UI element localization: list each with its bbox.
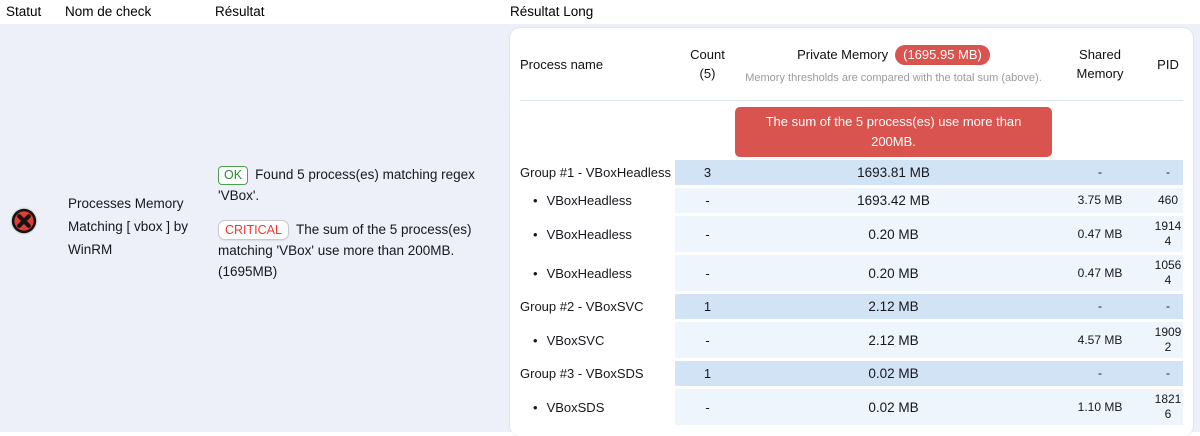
bullet-icon: • <box>533 193 538 208</box>
critical-status-icon <box>10 207 38 235</box>
private-memory-cell: 2.12 MB <box>740 294 1047 319</box>
pid-cell: - <box>1153 160 1183 185</box>
pid-value: 18216 <box>1154 392 1182 421</box>
private-memory-header: Private Memory (1695.95 MB) Memory thres… <box>740 44 1047 84</box>
result-long-card: Process name Count (5) Private Memory (1… <box>510 28 1193 436</box>
alert-banner-row: The sum of the 5 process(es) use more th… <box>520 101 1183 160</box>
column-header-resultat-long: Résultat Long <box>510 4 594 19</box>
pid-value: 10564 <box>1154 258 1182 287</box>
table-row: • VBoxHeadless - 0.20 MB 0.47 MB 19144 <box>520 216 1183 252</box>
critical-badge: CRITICAL <box>218 220 289 240</box>
results-table-header: Statut Nom de check Résultat Résultat Lo… <box>0 0 1200 24</box>
private-memory-label: Private Memory <box>797 47 889 62</box>
alert-banner: The sum of the 5 process(es) use more th… <box>735 107 1052 157</box>
process-name-cell: Group #2 - VBoxSVC <box>520 299 644 314</box>
table-row: • VBoxHeadless - 0.20 MB 0.47 MB 10564 <box>520 255 1183 291</box>
pid-value: 460 <box>1157 193 1179 207</box>
shared-memory-cell: 0.47 MB <box>1047 255 1153 291</box>
process-table-header: Process name Count (5) Private Memory (1… <box>520 28 1183 100</box>
check-name: Processes Memory Matching [ vbox ] by Wi… <box>68 196 189 257</box>
private-memory-cell: 0.20 MB <box>740 255 1047 291</box>
shared-memory-cell: - <box>1047 160 1153 185</box>
shared-memory-cell: 0.47 MB <box>1047 216 1153 252</box>
process-name-cell: • VBoxSVC <box>520 322 675 358</box>
check-result-row: Processes Memory Matching [ vbox ] by Wi… <box>0 24 1200 436</box>
process-name-cell: • VBoxHeadless <box>520 188 675 213</box>
process-name-header: Process name <box>520 56 604 72</box>
critical-x-icon <box>10 207 38 235</box>
private-memory-cell: 0.02 MB <box>740 361 1047 386</box>
shared-memory-cell: 1.10 MB <box>1047 389 1153 425</box>
header-separator <box>520 100 1183 101</box>
process-name-cell: • VBoxSDS <box>520 389 675 425</box>
private-memory-header-line: Private Memory (1695.95 MB) <box>740 44 1047 65</box>
count-cell: 3 <box>675 160 740 185</box>
shared-memory-cell: 3.75 MB <box>1047 188 1153 213</box>
pid-value: - <box>1166 165 1170 179</box>
process-name: VBoxSVC <box>546 332 605 348</box>
table-row: Group #2 - VBoxSVC 1 2.12 MB - - <box>520 294 1183 319</box>
bullet-icon: • <box>533 399 538 415</box>
count-cell: 1 <box>675 294 740 319</box>
process-name-cell: Group #1 - VBoxHeadless <box>520 165 672 180</box>
process-name: VBoxSDS <box>546 399 605 415</box>
table-row: Group #3 - VBoxSDS 1 0.02 MB - - <box>520 361 1183 386</box>
table-row: • VBoxSDS - 0.02 MB 1.10 MB 18216 <box>520 389 1183 425</box>
bullet-icon: • <box>533 265 538 281</box>
pid-value: 19144 <box>1154 219 1182 248</box>
count-cell: - <box>675 216 740 252</box>
shared-memory-cell: - <box>1047 294 1153 319</box>
ok-message: Found 5 process(es) matching regex 'VBox… <box>218 167 475 203</box>
count-cell: - <box>675 322 740 358</box>
process-name: VBoxHeadless <box>546 193 632 208</box>
pid-header: PID <box>1157 56 1179 72</box>
process-name: VBoxHeadless <box>546 265 632 281</box>
pid-cell: - <box>1153 294 1183 319</box>
shared-memory-cell: - <box>1047 361 1153 386</box>
count-cell: - <box>675 255 740 291</box>
private-memory-cell: 1693.81 MB <box>740 160 1047 185</box>
count-cell: 1 <box>675 361 740 386</box>
table-row: • VBoxHeadless - 1693.42 MB 3.75 MB 460 <box>520 188 1183 213</box>
pid-value: - <box>1166 366 1170 380</box>
column-header-resultat: Résultat <box>215 4 265 19</box>
pid-cell: 10564 <box>1153 255 1183 291</box>
count-cell: - <box>675 389 740 425</box>
process-name-cell: • VBoxHeadless <box>520 255 675 291</box>
pid-value: - <box>1166 299 1170 313</box>
critical-message: The sum of the 5 process(es) matching 'V… <box>218 222 472 279</box>
column-header-statut: Statut <box>6 4 42 19</box>
pid-cell: 19092 <box>1153 322 1183 358</box>
bullet-icon: • <box>533 226 538 242</box>
private-memory-total-badge: (1695.95 MB) <box>895 44 990 65</box>
pid-cell: 19144 <box>1153 216 1183 252</box>
process-name-cell: • VBoxHeadless <box>520 216 675 252</box>
table-row: • VBoxSVC - 2.12 MB 4.57 MB 19092 <box>520 322 1183 358</box>
ok-badge: OK <box>218 166 249 185</box>
column-header-nom-de-check: Nom de check <box>65 4 152 19</box>
pid-cell: 18216 <box>1153 389 1183 425</box>
process-name-cell: Group #3 - VBoxSDS <box>520 366 644 381</box>
private-memory-cell: 0.02 MB <box>740 389 1047 425</box>
process-name: VBoxHeadless <box>546 226 632 242</box>
count-cell: - <box>675 188 740 213</box>
memory-threshold-note: Memory thresholds are compared with the … <box>745 71 1042 84</box>
pid-cell: 460 <box>1153 188 1183 213</box>
private-memory-cell: 0.20 MB <box>740 216 1047 252</box>
pid-value: 19092 <box>1154 325 1182 354</box>
bullet-icon: • <box>533 332 538 348</box>
pid-cell: - <box>1153 361 1183 386</box>
shared-memory-header: Shared Memory <box>1076 47 1124 81</box>
table-row: Group #1 - VBoxHeadless 3 1693.81 MB - - <box>520 160 1183 185</box>
private-memory-cell: 2.12 MB <box>740 322 1047 358</box>
count-header: Count (5) <box>690 47 725 81</box>
shared-memory-cell: 4.57 MB <box>1047 322 1153 358</box>
private-memory-cell: 1693.42 MB <box>740 188 1047 213</box>
